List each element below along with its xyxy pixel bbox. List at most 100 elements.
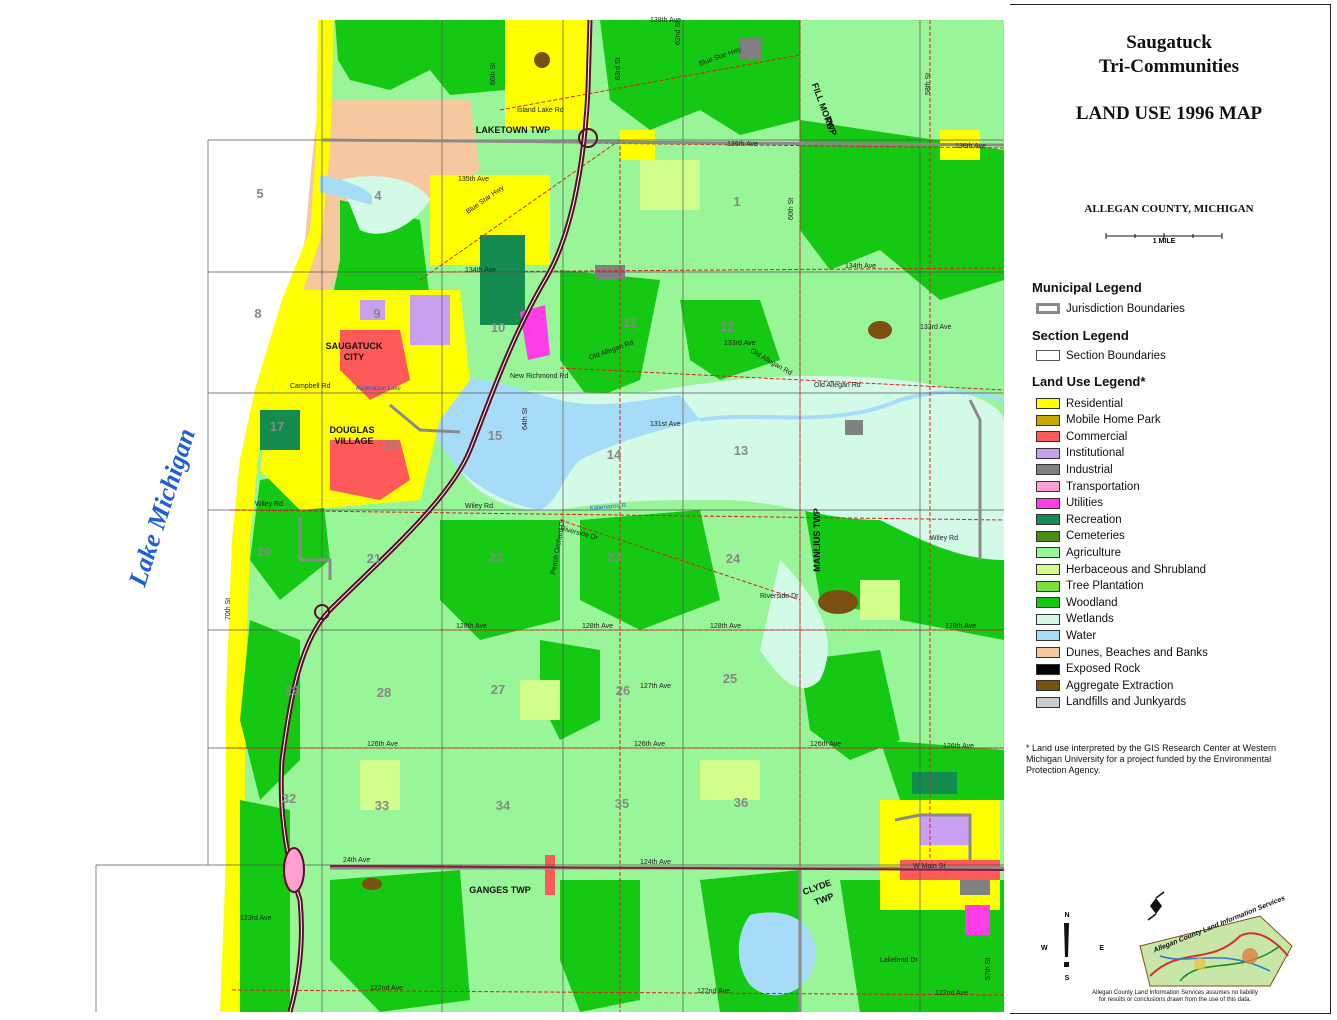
legend-item-tree-plantation: Tree Plantation	[1036, 579, 1144, 594]
place-laketown: LAKETOWN TWP	[476, 125, 550, 135]
municipal-legend-heading: Municipal Legend	[1032, 280, 1142, 295]
place-douglas-2: VILLAGE	[334, 436, 373, 446]
legend-swatch	[1036, 481, 1060, 492]
road-58th-st: 58th St	[925, 73, 932, 95]
road-57th-st: 57th St	[985, 958, 992, 980]
road-wiley-2: Wiley Rd	[465, 503, 493, 510]
legend-swatch	[1036, 663, 1060, 675]
legend-item-industrial: Industrial	[1036, 462, 1113, 477]
utility-area	[520, 305, 550, 360]
scale-bar-graphic	[1105, 233, 1223, 239]
road-134th-ave-1: 134th Ave	[465, 267, 496, 274]
road-126th-ave-3: 126th Ave	[810, 741, 841, 748]
legend-label: Herbaceous and Shrubland	[1066, 563, 1207, 576]
section-26: 26	[616, 683, 630, 698]
legend-item-section: Section Boundaries	[1036, 348, 1166, 363]
legend-label: Dunes, Beaches and Banks	[1066, 646, 1208, 659]
legend-label: Utilities	[1066, 497, 1104, 510]
disclaimer-line-2: for results or conclusions drawn from th…	[1098, 997, 1252, 1003]
road-133rd-ave: 133rd Ave	[920, 324, 952, 331]
road-old-allegan-3: Old Allegan Rd	[814, 382, 861, 389]
legend-item-mobile-home-park: Mobile Home Park	[1036, 413, 1161, 428]
legend-label: Water	[1066, 629, 1097, 642]
section-23: 23	[607, 550, 621, 565]
legend-item-commercial: Commercial	[1036, 429, 1127, 444]
legend-label: Wetlands	[1066, 613, 1114, 626]
legend-swatch	[1036, 580, 1060, 592]
road-riverside-1: Riverside Dr	[760, 593, 799, 600]
place-ganges: GANGES TWP	[469, 885, 531, 895]
section-17: 17	[270, 419, 284, 434]
road-133rd-ave-2: 133rd Ave	[724, 340, 756, 347]
legend-label: Transportation	[1066, 480, 1140, 493]
legend-item-woodland: Woodland	[1036, 595, 1118, 610]
legend-swatch	[1036, 530, 1060, 542]
road-63rd-st: 63rd St	[615, 57, 622, 80]
utility-area-2	[965, 905, 990, 935]
legend-item-dunes-beaches-and-banks: Dunes, Beaches and Banks	[1036, 645, 1208, 660]
road-wiley-1: Wiley Rd	[255, 501, 283, 508]
herbaceous-patches	[360, 160, 900, 810]
road-135th-ave: 135th Ave	[458, 176, 489, 183]
section-legend-heading: Section Legend	[1032, 328, 1129, 343]
legend-item-jurisdiction: Jurisdiction Boundaries	[1036, 301, 1185, 316]
road-128th-ave-2: 128th Ave	[582, 623, 613, 630]
road-138th-ave: 138th Ave	[650, 17, 681, 24]
legend-item-residential: Residential	[1036, 396, 1123, 411]
road-62nd-st: 62nd St	[675, 21, 682, 45]
compass-n: N	[1064, 912, 1069, 919]
legend-swatch	[1036, 630, 1060, 642]
section-20: 20	[257, 544, 271, 559]
road-new-richmond: New Richmond Rd	[510, 373, 568, 380]
section-10: 10	[491, 320, 505, 335]
section-36: 36	[734, 795, 748, 810]
road-124th-ave: 124th Ave	[640, 859, 671, 866]
road-122nd-ave-3: 122nd Ave	[935, 990, 968, 997]
compass-w: W	[1041, 945, 1048, 952]
compass-e: E	[1099, 945, 1104, 952]
title-line-1: Saugatuck	[1126, 32, 1212, 53]
road-136th-ave-2: 136th Ave	[955, 143, 986, 150]
road-123rd-ave: 123rd Ave	[240, 915, 272, 922]
section-8: 8	[254, 306, 261, 321]
disclaimer-line-1: Allegan County Land Information Services…	[1092, 990, 1258, 996]
legend-label: Institutional	[1066, 447, 1125, 460]
beach-strip	[220, 20, 334, 1012]
section-swatch	[1036, 350, 1060, 361]
title-line-2: Tri-Communities	[1098, 56, 1240, 77]
section-22: 22	[489, 550, 503, 565]
county-label: ALLEGAN COUNTY, MICHIGAN	[1084, 203, 1254, 215]
section-13: 13	[734, 443, 748, 458]
legend-item-aggregate-extraction: Aggregate Extraction	[1036, 678, 1173, 693]
legend-swatch	[1036, 564, 1060, 575]
road-66th-st: 66th St	[490, 63, 497, 85]
road-134th-ave-2: 134th Ave	[845, 263, 876, 270]
legend-label: Industrial	[1066, 463, 1113, 476]
legend-label: Jurisdiction Boundaries	[1066, 302, 1185, 315]
section-12: 12	[720, 319, 734, 334]
road-122nd-ave-2: 122nd Ave	[697, 988, 730, 995]
land-use-legend-heading: Land Use Legend*	[1032, 374, 1146, 389]
legend-item-institutional: Institutional	[1036, 446, 1124, 461]
land-use-map[interactable]: Lake Michigan 1 4 5 8 9 10 11 12 13 14 1…	[0, 0, 1010, 1020]
road-126th-ave-1: 126th Ave	[367, 741, 398, 748]
river-mouth	[320, 175, 372, 205]
road-126th-ave-2: 126th Ave	[634, 741, 665, 748]
legend-swatch	[1036, 613, 1060, 625]
legend-label: Aggregate Extraction	[1066, 679, 1174, 692]
county-map-logo-icon: Allegan County Land Information Services	[1139, 891, 1293, 987]
legend-item-water: Water	[1036, 628, 1096, 643]
legend-label: Recreation	[1066, 513, 1122, 526]
legend-item-transportation: Transportation	[1036, 479, 1140, 494]
road-64th-st: 64th St	[522, 408, 529, 430]
legend-label: Woodland	[1066, 596, 1118, 609]
south-lake	[738, 912, 816, 996]
section-5: 5	[256, 186, 263, 201]
road-w-main-st: W Main St	[913, 863, 945, 870]
road-wiley-3: Wiley Rd	[930, 535, 958, 542]
section-11: 11	[623, 315, 637, 330]
legend-label: Agriculture	[1066, 546, 1121, 559]
compass-s: S	[1065, 975, 1070, 982]
legend-swatch	[1036, 696, 1060, 708]
legend-swatch	[1036, 447, 1060, 459]
